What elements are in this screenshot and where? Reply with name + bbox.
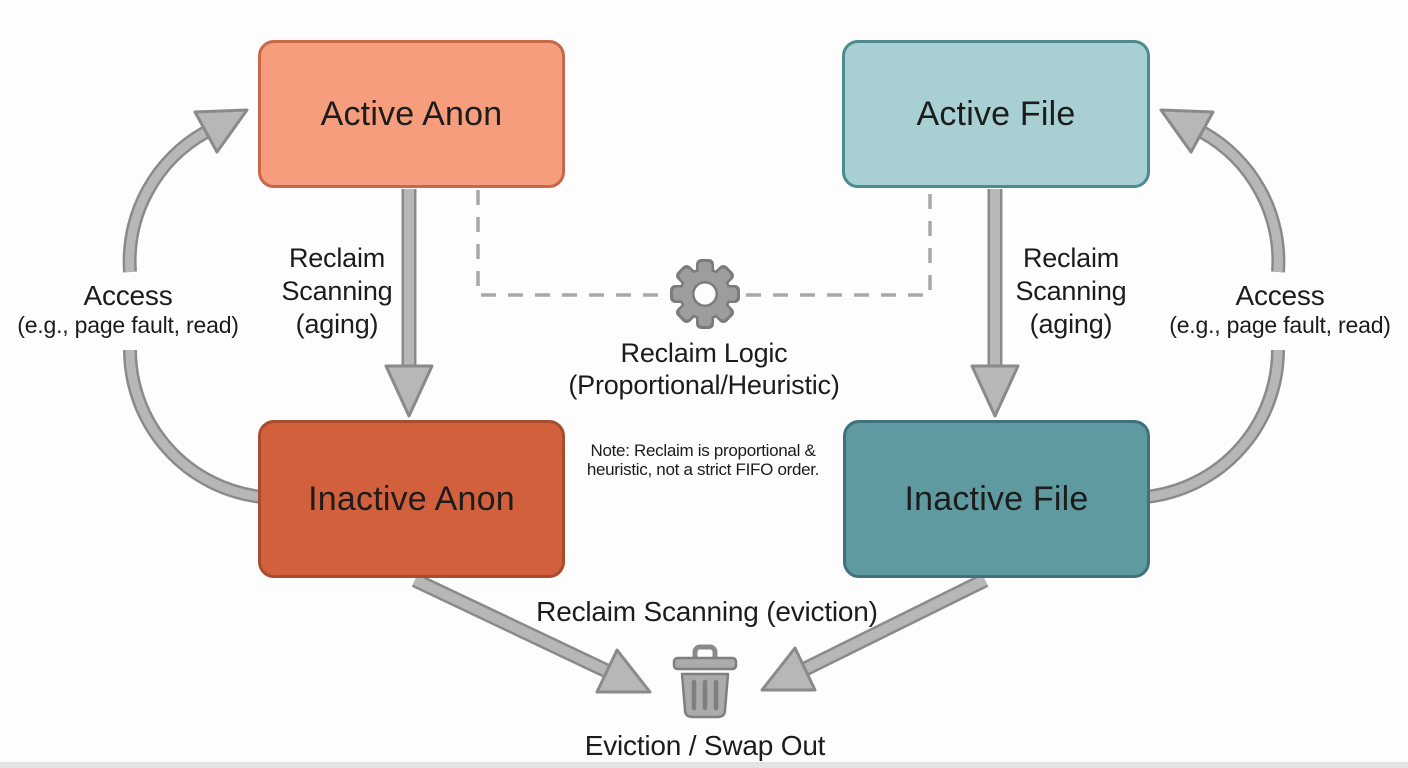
arrow-eviction-left — [411, 573, 652, 694]
node-active-file: Active File — [842, 40, 1150, 188]
arrow-access-right — [1145, 108, 1286, 504]
arrow-access-left — [122, 108, 263, 504]
arrow-aging-left — [384, 189, 434, 418]
node-active-anon: Active Anon — [258, 40, 565, 188]
label-access-left: Access (e.g., page fault, read) — [17, 280, 239, 338]
label-note: Note: Reclaim is proportional & heuristi… — [586, 441, 820, 479]
label-reclaim-logic: Reclaim Logic (Proportional/Heuristic) — [568, 338, 840, 400]
node-label: Inactive File — [904, 479, 1089, 518]
label-reclaim-scanning-aging-left: Reclaim Scanning (aging) — [281, 243, 393, 339]
node-label: Active File — [916, 94, 1076, 133]
dashed-connector-left — [476, 190, 664, 297]
arrow-eviction-right — [760, 573, 989, 692]
node-label: Inactive Anon — [308, 479, 515, 518]
gear-icon — [670, 259, 740, 329]
label-eviction-swap-out: Eviction / Swap Out — [584, 730, 826, 761]
trash-icon — [672, 644, 738, 719]
label-reclaim-scanning-eviction: Reclaim Scanning (eviction) — [536, 596, 878, 627]
dashed-connector-right — [746, 190, 932, 297]
arrow-aging-right — [970, 189, 1020, 418]
bottom-edge-shadow — [0, 762, 1408, 768]
node-label: Active Anon — [320, 94, 503, 133]
node-inactive-anon: Inactive Anon — [258, 420, 565, 578]
label-access-right: Access (e.g., page fault, read) — [1169, 280, 1391, 338]
node-inactive-file: Inactive File — [843, 420, 1150, 578]
label-reclaim-scanning-aging-right: Reclaim Scanning (aging) — [1015, 243, 1127, 339]
